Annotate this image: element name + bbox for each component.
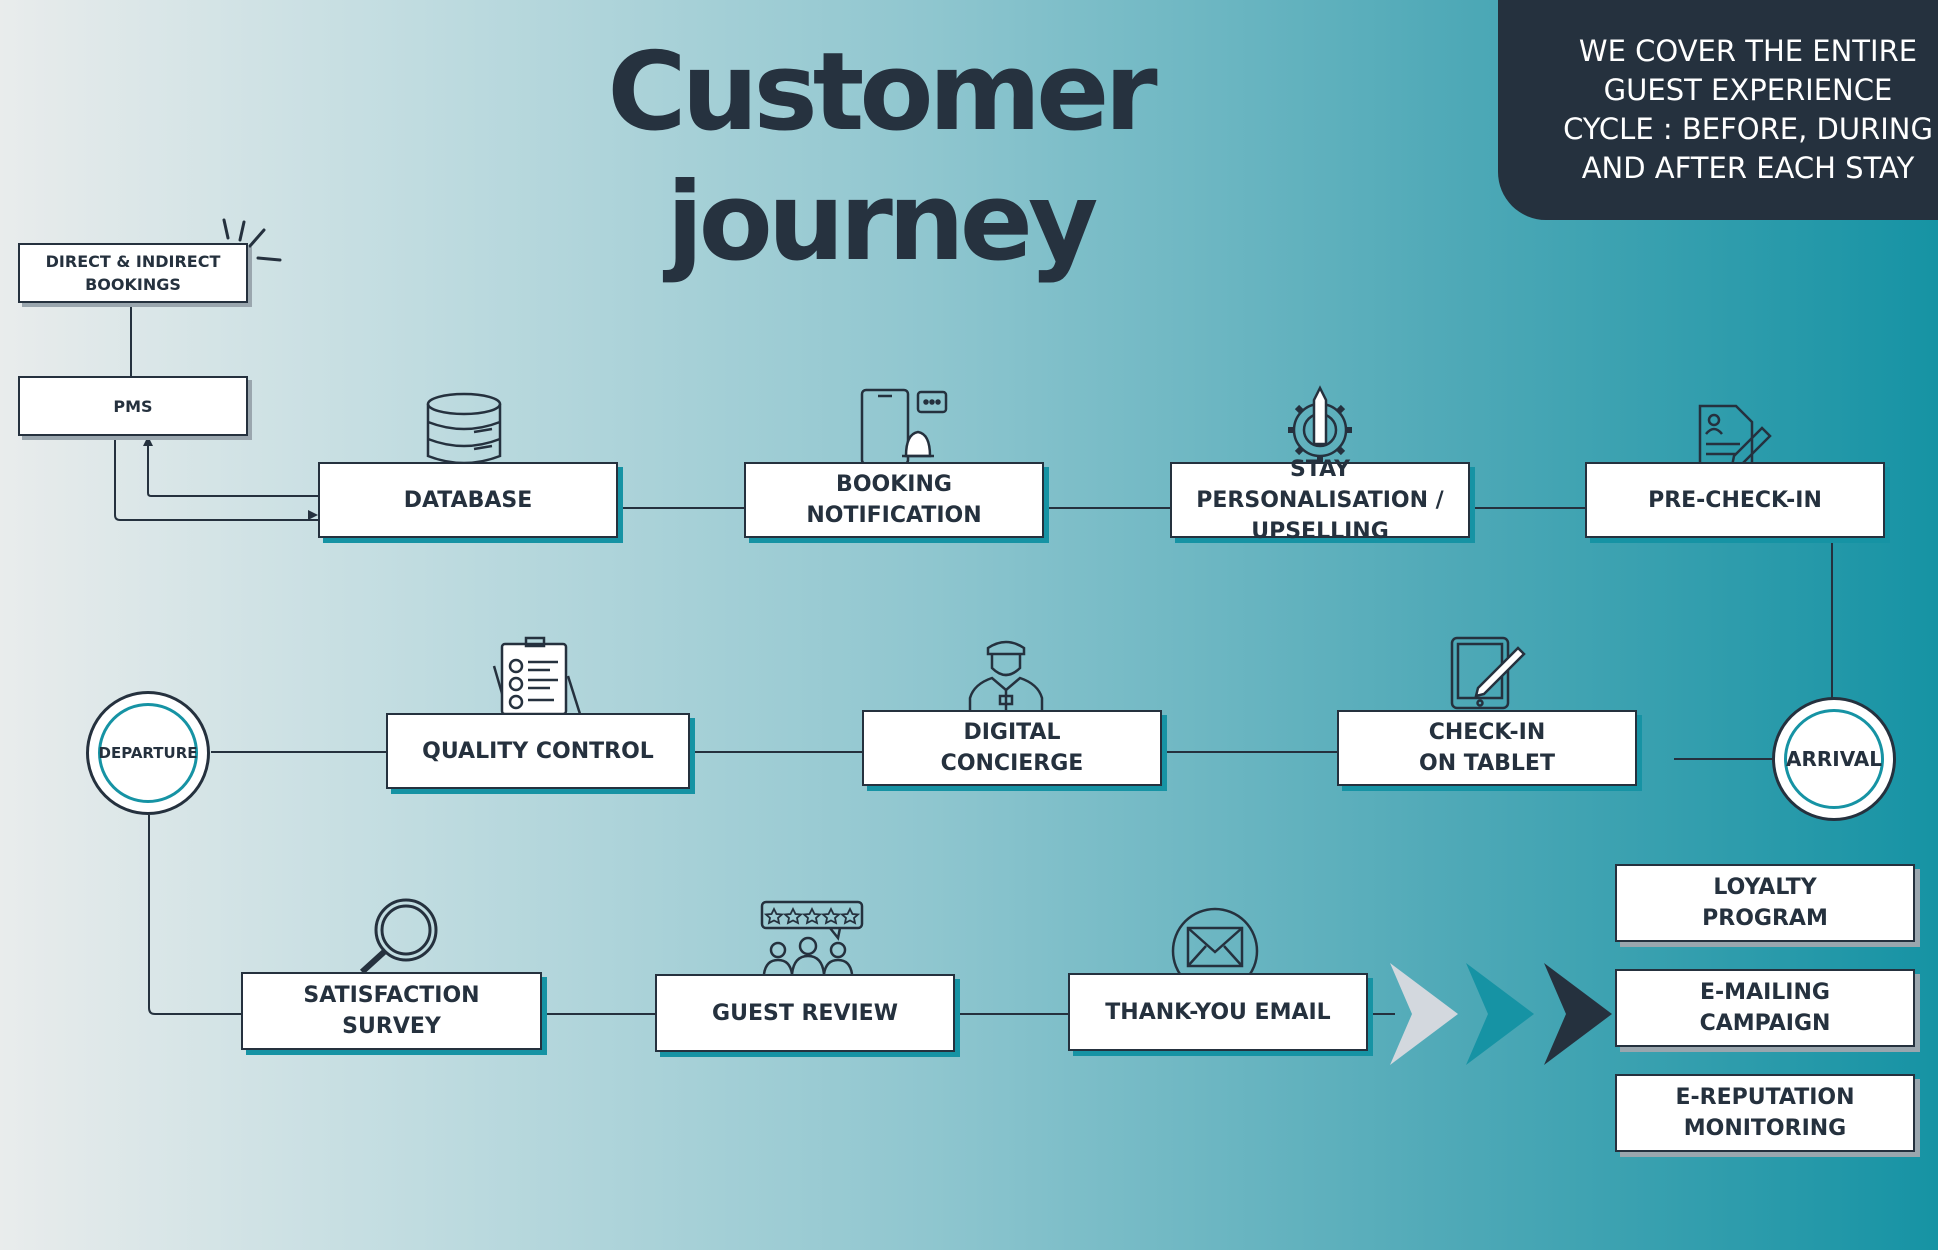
database-box: DATABASE	[318, 462, 618, 538]
chevron-arrow-light	[1390, 963, 1458, 1065]
arrival-label: ARRIVAL	[1784, 709, 1884, 809]
document-pen-icon	[1696, 404, 1772, 466]
quality-control-box: QUALITY CONTROL	[386, 713, 690, 789]
page-title: Customer journey	[607, 30, 1157, 285]
tagline-banner: WE COVER THE ENTIRE GUEST EXPERIENCE CYC…	[1498, 0, 1938, 220]
magnifier-icon	[358, 896, 444, 974]
database-icon	[424, 392, 504, 464]
departure-label: DEPARTURE	[98, 703, 198, 803]
phone-bell-icon	[858, 388, 950, 462]
envelope-icon	[1170, 906, 1260, 976]
gear-pencil-icon	[1282, 384, 1358, 464]
chevron-arrow-teal	[1466, 963, 1534, 1065]
tablet-pen-icon	[1448, 634, 1528, 710]
arrival-node: ARRIVAL	[1772, 697, 1896, 821]
sparkle-icon	[220, 218, 284, 264]
pre-checkin-box: PRE-CHECK-IN	[1585, 462, 1885, 538]
pms-box: PMS	[18, 376, 248, 436]
concierge-icon	[966, 634, 1046, 712]
guest-review-box: GUEST REVIEW	[655, 974, 955, 1052]
tagline-text: WE COVER THE ENTIRE GUEST EXPERIENCE CYC…	[1563, 34, 1933, 185]
review-stars-icon	[760, 900, 864, 974]
chevron-arrow-dark	[1544, 963, 1612, 1065]
thank-you-email-box: THANK-YOU EMAIL	[1068, 973, 1368, 1051]
stay-personalisation-box: STAY PERSONALISATION /UPSELLING	[1170, 457, 1470, 544]
checklist-icon	[488, 636, 584, 714]
departure-node: DEPARTURE	[86, 691, 210, 815]
